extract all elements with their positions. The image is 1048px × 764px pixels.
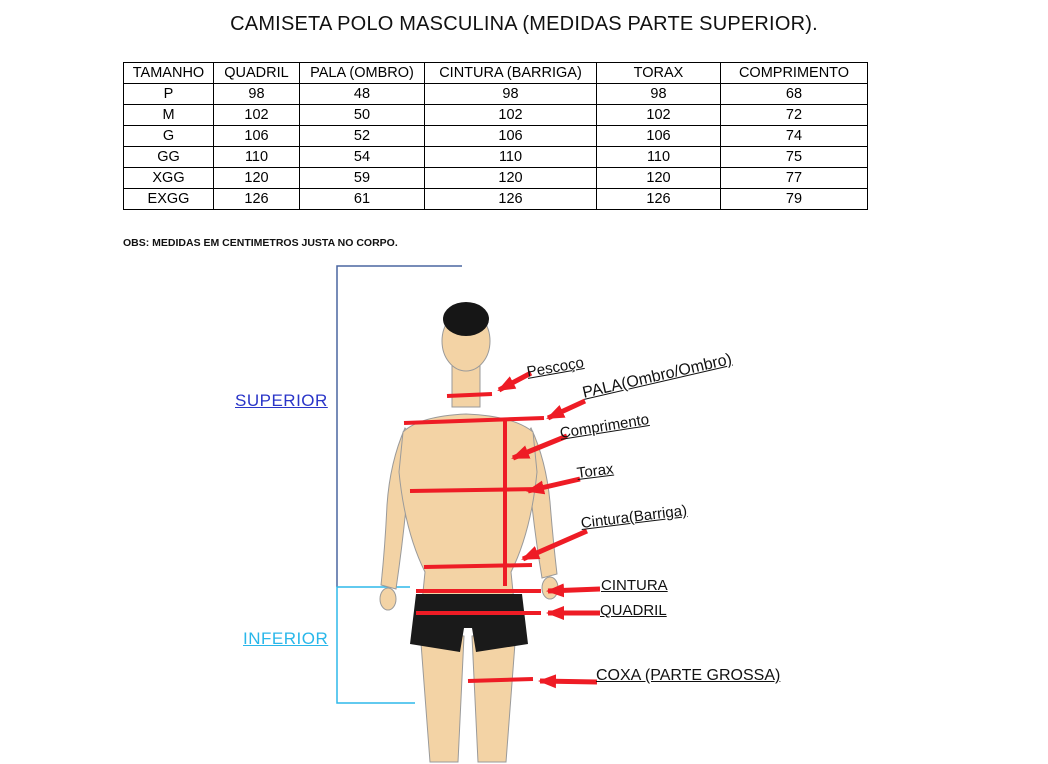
col-header-comprimento: COMPRIMENTO (720, 62, 868, 84)
inferior-section-label: INFERIOR (243, 629, 329, 648)
size-table: TAMANHO QUADRIL PALA (OMBRO) CINTURA (BA… (123, 62, 868, 210)
col-header-quadril: QUADRIL (213, 62, 300, 84)
figure-hair (443, 302, 489, 336)
table-cell: M (123, 104, 214, 126)
inferior-bracket (336, 586, 415, 704)
table-cell: 61 (299, 188, 425, 210)
table-cell: 102 (596, 104, 721, 126)
waist-belly-arrow (521, 528, 589, 562)
thigh-arrow (538, 674, 598, 689)
hip-label: QUADRIL (600, 602, 667, 619)
waist-arrow (546, 583, 601, 598)
table-cell: 72 (720, 104, 868, 126)
shoulder-measure-line (403, 416, 545, 425)
table-cell: EXGG (123, 188, 214, 210)
neck-measure-line (446, 392, 493, 398)
table-cell: 126 (596, 188, 721, 210)
length-arrow (511, 433, 568, 461)
table-cell: 75 (720, 146, 868, 168)
table-cell: 48 (299, 83, 425, 105)
col-header-pala: PALA (OMBRO) (299, 62, 425, 84)
table-cell: 59 (299, 167, 425, 189)
table-header-row: TAMANHO QUADRIL PALA (OMBRO) CINTURA (BA… (123, 62, 868, 84)
table-cell: XGG (123, 167, 214, 189)
measure-lines (403, 392, 545, 683)
superior-bracket (336, 265, 462, 587)
figure-left-hand (379, 587, 397, 611)
thigh-measure-line (467, 677, 534, 683)
page-title: CAMISETA POLO MASCULINA (MEDIDAS PARTE S… (230, 13, 818, 35)
chest-arrow (526, 476, 581, 495)
table-cell: 120 (213, 167, 300, 189)
table-cell: 126 (213, 188, 300, 210)
waist-belly-measure-line (423, 563, 533, 569)
superior-section-label: SUPERIOR (235, 391, 328, 410)
size-table-header: TAMANHO QUADRIL PALA (OMBRO) CINTURA (BA… (123, 62, 868, 84)
waist-label: CINTURA (601, 577, 668, 594)
table-cell: 126 (424, 188, 597, 210)
figure-right-hand (541, 576, 559, 600)
col-header-tamanho: TAMANHO (123, 62, 214, 84)
shoulder-arrow (546, 398, 587, 421)
neck-arrow (497, 370, 533, 393)
measurement-note: OBS: MEDIDAS EM CENTIMETROS JUSTA NO COR… (123, 237, 398, 249)
thigh-label: COXA (PARTE GROSSA) (596, 667, 781, 684)
figure-torso (398, 413, 538, 603)
table-cell: 110 (213, 146, 300, 168)
chest-measure-line (409, 487, 541, 493)
table-cell: 106 (213, 125, 300, 147)
table-cell: 79 (720, 188, 868, 210)
pointer-arrows (497, 370, 601, 689)
figure-shorts (410, 594, 528, 652)
